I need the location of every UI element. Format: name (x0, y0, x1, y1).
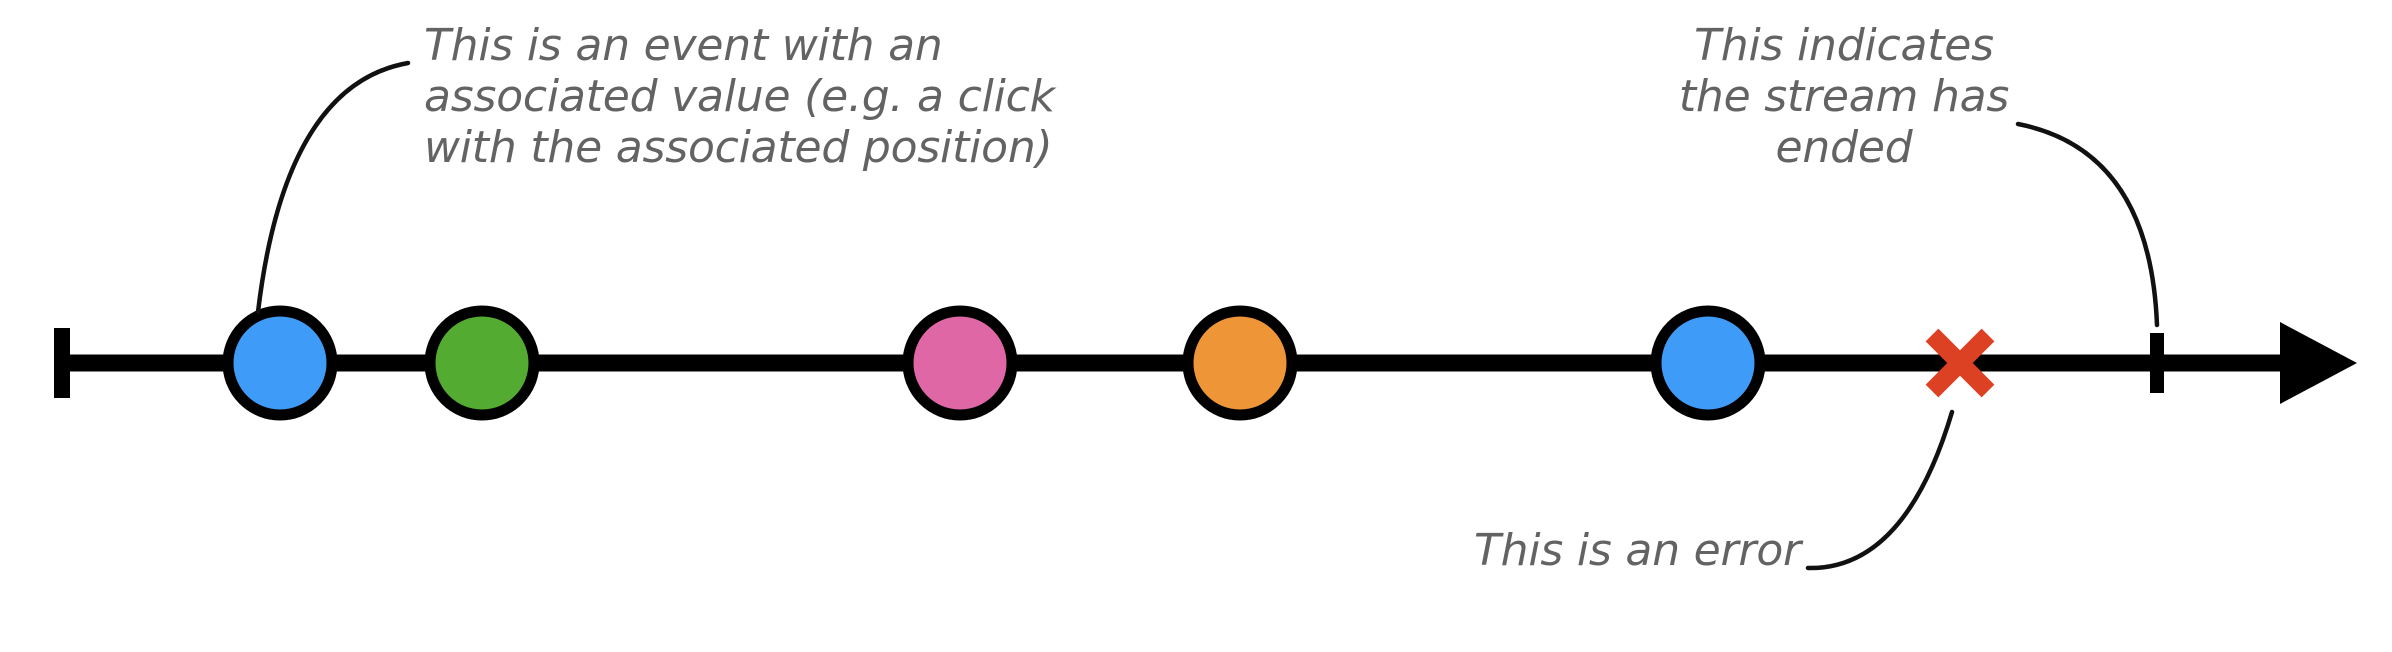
event-annotation-text: This is an event with an associated valu… (424, 20, 1055, 174)
error-x-icon[interactable] (1925, 328, 1995, 398)
error-annotation-text: This is an error (1474, 525, 1801, 576)
blue-marble[interactable] (222, 305, 338, 421)
error-leader-line (1805, 409, 1955, 571)
leader-lines-group (255, 60, 2160, 571)
error-x-stroke-1 (1925, 328, 1995, 398)
timeline-arrow-icon (2280, 322, 2357, 404)
marbles-group (222, 305, 1766, 421)
orange-marble[interactable] (1182, 305, 1298, 421)
pink-marble[interactable] (902, 305, 1018, 421)
green-marble[interactable] (424, 305, 540, 421)
stream-ended-leader-line (2015, 121, 2160, 328)
stream-ended-annotation-text: This indicates the stream has ended (1678, 20, 2010, 174)
blue-marble[interactable] (1650, 305, 1766, 421)
event-leader-line (255, 60, 411, 315)
